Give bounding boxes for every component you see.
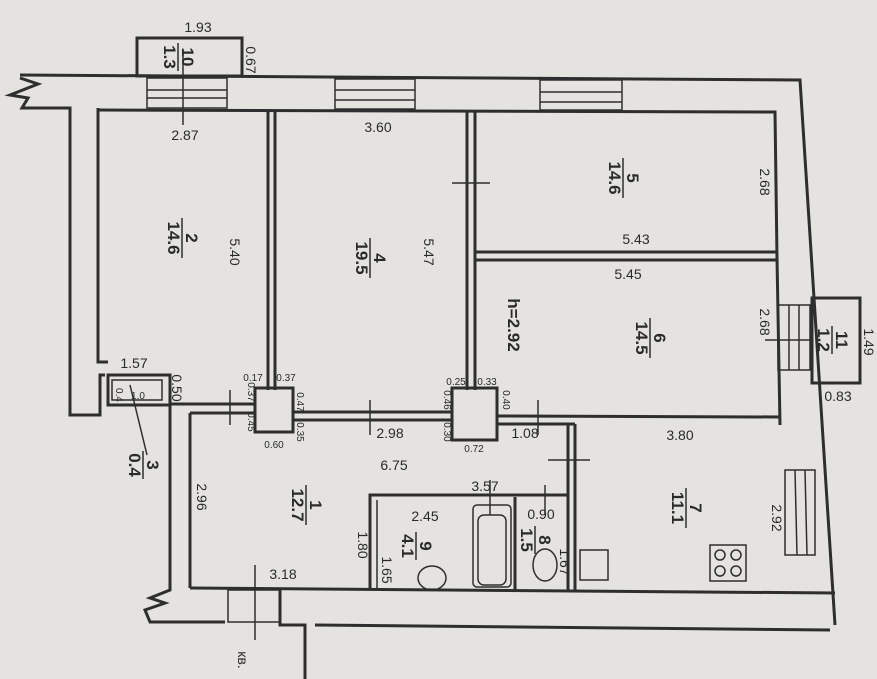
room-7-area: 11.1 [668,492,687,524]
dim-r3-b: 1.0 [131,391,145,402]
room-10-number: 10 [178,48,197,67]
room-4-area: 19.5 [352,241,371,274]
dim-r9-h2: 1.65 [379,556,395,583]
dim-b11-h: 1.49 [861,328,877,355]
room-labels: 101.3 214.6 419.5 514.6 614.5 111.2 30.4… [125,43,851,669]
dim-c1-a: 0.17 [243,373,263,384]
room-7-number: 7 [686,503,705,512]
dim-r7-h: 2.92 [769,504,785,531]
dim-r3-a: 0.4 [113,388,124,402]
room-5-area: 14.6 [605,161,624,194]
dim-r4-h: 5.47 [421,238,437,265]
dimensions: 1.93 0.67 2.87 3.60 5.40 5.47 2.68 5.43 … [113,19,877,584]
dim-r6-h: 2.68 [757,308,773,335]
dim-c2-b: 0.33 [477,377,497,388]
room-11-number: 11 [832,331,851,349]
dim-r8-w: 0.90 [527,506,554,522]
room-2-number: 2 [182,233,201,242]
walls [4,36,862,679]
room-9-area: 4.1 [398,534,417,558]
dim-c1-b: 0.37 [276,373,296,384]
dim-bath-w: 3.57 [471,478,498,494]
dim-hall-b: 1.08 [511,425,538,441]
dim-r8-h: 1.67 [557,548,573,575]
dim-b10-h: 0.67 [243,46,259,73]
room-6-number: 6 [650,333,669,342]
dim-c1-g: 0.60 [264,440,284,451]
dim-b11-w: 0.83 [824,388,851,404]
ceiling-height: h=2.92 [504,298,523,351]
dim-r9-h1: 1.80 [355,531,371,558]
dim-hall-w: 6.75 [380,457,407,473]
dim-b10-w: 1.93 [184,19,211,35]
dim-r4-w: 3.60 [364,119,391,135]
room-1-number: 1 [306,500,325,509]
room-3-number: 3 [143,460,162,469]
room-10-area: 1.3 [160,45,179,69]
dim-c2-f: 0.72 [464,444,484,455]
room-8-number: 8 [535,535,554,544]
dim-c1-e: 0.45 [245,412,256,432]
dim-c1-d: 0.47 [294,392,305,412]
dim-c1-f: 0.35 [294,422,305,442]
dim-r1-h: 2.96 [194,483,210,510]
room-5-number: 5 [623,173,642,182]
dim-r6-w: 5.45 [614,266,641,282]
room-8-area: 1.5 [517,528,536,552]
dim-r5-w: 5.43 [622,231,649,247]
room-9-number: 9 [416,541,435,550]
room-6-area: 14.5 [632,321,651,354]
dim-r9-w: 2.45 [411,508,438,524]
dim-hall-a: 2.98 [376,425,403,441]
dim-c2-a: 0.25 [446,377,466,388]
dim-r2-h: 5.40 [227,238,243,265]
dim-c2-c: 0.46 [441,390,452,410]
room-2-area: 14.6 [164,221,183,254]
dim-c2-e: 0.30 [441,422,452,442]
dim-r7-w: 3.80 [666,427,693,443]
dim-c2-d: 0.40 [500,390,511,410]
room-4-number: 4 [370,253,389,263]
dim-r5-h: 2.68 [757,168,773,195]
dim-r2-w: 2.87 [171,127,198,143]
dim-r1-b: 3.18 [269,566,296,582]
dim-r3-c: 0.50 [169,374,185,401]
room-11-area: 1.2 [814,328,833,352]
room-3-area: 0.4 [125,453,144,477]
room-1-area: 12.7 [288,488,307,521]
dim-c1-c: 0.37 [245,382,256,402]
entrance-label: кв. [235,651,251,668]
dim-r3-w: 1.57 [120,355,147,371]
